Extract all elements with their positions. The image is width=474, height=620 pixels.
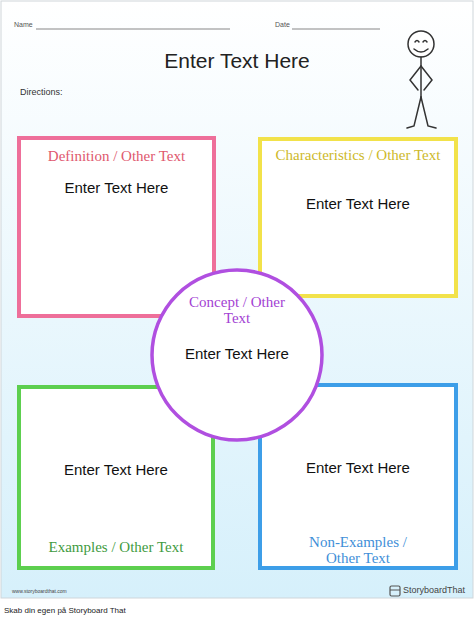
- concept-circle: Concept / Other TextEnter Text Here: [149, 267, 325, 443]
- box-body: Enter Text Here: [258, 196, 458, 212]
- box-body: Enter Text Here: [17, 462, 215, 478]
- date-line: [292, 29, 380, 30]
- box-body: Enter Text Here: [258, 460, 458, 476]
- stick-figure: [407, 31, 436, 128]
- date-field: Date: [275, 21, 290, 28]
- worksheet-title: Enter Text Here: [0, 49, 474, 73]
- logo-watermark: StoryboardThat: [403, 585, 465, 595]
- directions-label: Directions:: [20, 87, 63, 97]
- box-heading: Characteristics / Other Text: [268, 147, 448, 163]
- storyboard-logo-icon: [390, 586, 400, 596]
- circle-body: Enter Text Here: [149, 346, 325, 362]
- website-watermark: www.storyboardthat.com: [12, 588, 67, 594]
- sheet: [1, 1, 473, 598]
- box-heading: Non-Examples / Other Text: [293, 534, 423, 566]
- characteristics-box: Characteristics / Other TextEnter Text H…: [258, 137, 458, 298]
- name-line: [36, 29, 230, 30]
- circle-heading: Concept / Other Text: [175, 294, 299, 326]
- footer-note: Skab din egen på Storyboard That: [4, 606, 126, 615]
- box-heading: Definition / Other Text: [17, 148, 216, 164]
- box-body: Enter Text Here: [17, 180, 216, 196]
- box-heading: Examples / Other Text: [17, 539, 215, 555]
- name-field: Name: [14, 21, 33, 28]
